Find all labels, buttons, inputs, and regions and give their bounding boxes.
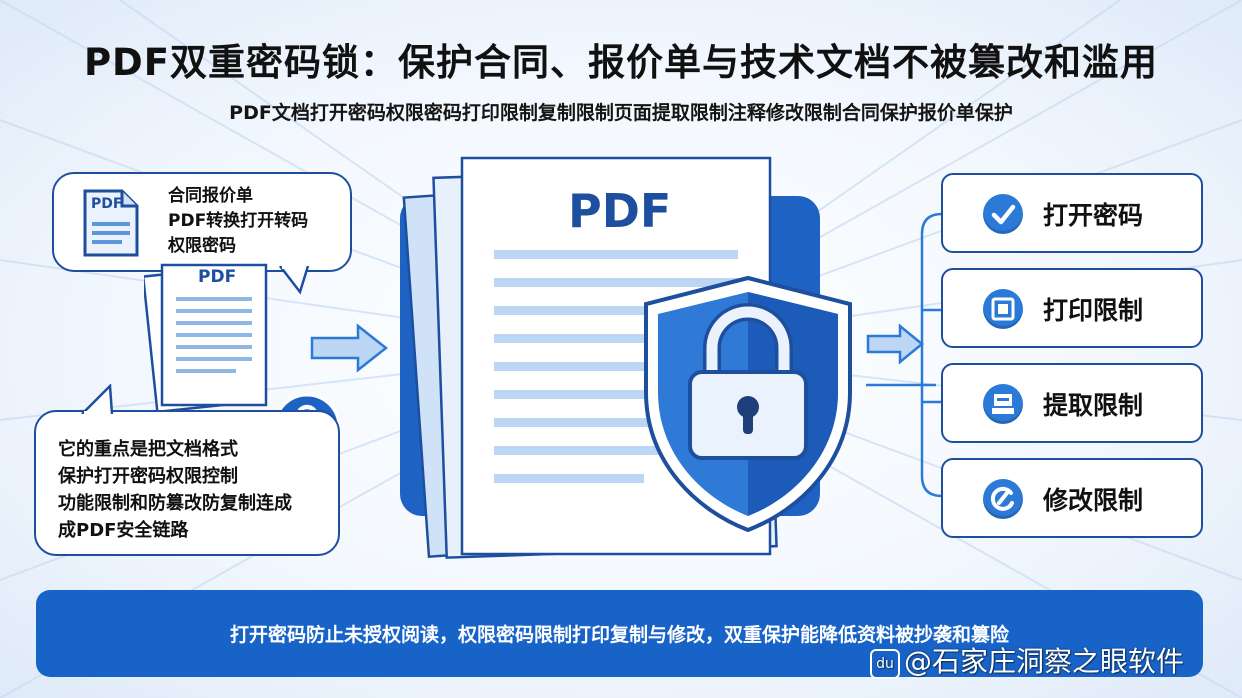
small-pdf-label: PDF [198, 267, 237, 287]
page-subtitle: PDF文档打开密码权限密码打印限制复制限制页面提取限制注释修改限制合同保护报价单… [229, 102, 1013, 124]
feature-label: 提取限制 [1043, 391, 1144, 420]
bottom-bubble-line: 功能限制和防篡改防复制连成 [58, 493, 292, 514]
summary-banner: 打开密码防止未授权阅读，权限密码限制打印复制与修改，双重保护能降低资料被抄袭和篡… [36, 590, 1203, 677]
feature-extract-restriction: 提取限制 [941, 363, 1203, 443]
right-bracket-connector [920, 212, 943, 498]
feature-label: 打印限制 [1043, 296, 1144, 325]
page-title: PDF双重密码锁：保护合同、报价单与技术文档不被篡改和滥用 [83, 41, 1159, 84]
edit-icon [983, 479, 1023, 519]
info-bubble-bottom: 它的重点是把文档格式 保护打开密码权限控制 功能限制和防篡改防复制连成 成PDF… [34, 410, 340, 556]
watermark-text: @石家庄洞察之眼软件 [904, 645, 1185, 678]
feature-print-restriction: 打印限制 [941, 268, 1203, 348]
pdf-file-icon: PDF [82, 188, 140, 262]
bubble-tail-bottom [81, 384, 114, 414]
feature-label: 打开密码 [1043, 201, 1144, 230]
top-bubble-line: 合同报价单 [168, 186, 253, 206]
feature-edit-restriction: 修改限制 [941, 458, 1203, 538]
top-bubble-line: PDF转换打开转码 [168, 211, 309, 231]
bottom-bubble-line: 成PDF安全链路 [58, 520, 189, 541]
pdf-file-icon-label: PDF [91, 196, 123, 212]
bottom-bubble-line: 保护打开密码权限控制 [58, 466, 238, 487]
arrow-right-icon [866, 323, 924, 365]
arrow-right-icon [310, 323, 389, 373]
center-protected-document: PDF [396, 152, 856, 576]
check-icon [983, 194, 1023, 234]
watermark: du@石家庄洞察之眼软件 [870, 640, 1184, 680]
extract-icon [983, 384, 1023, 424]
bottom-bubble-line: 它的重点是把文档格式 [58, 439, 238, 460]
top-bubble-text: 合同报价单 PDF转换打开转码 权限密码 [168, 184, 308, 259]
feature-label: 修改限制 [1043, 486, 1144, 515]
connector-line [866, 383, 936, 387]
bubble-tail-top [279, 266, 310, 295]
summary-banner-text: 打开密码防止未授权阅读，权限密码限制打印复制与修改，双重保护能降低资料被抄袭和篡… [229, 624, 1009, 646]
info-bubble-top: PDF 合同报价单 PDF转换打开转码 权限密码 [52, 172, 352, 272]
small-pdf-document: PDF [141, 255, 284, 419]
print-icon [983, 289, 1023, 329]
top-bubble-line: 权限密码 [168, 236, 236, 256]
feature-open-password: 打开密码 [941, 173, 1203, 253]
center-pdf-label: PDF [568, 184, 672, 238]
bottom-bubble-text: 它的重点是把文档格式 保护打开密码权限控制 功能限制和防篡改防复制连成 成PDF… [58, 436, 292, 544]
watermark-badge: du [870, 649, 900, 679]
